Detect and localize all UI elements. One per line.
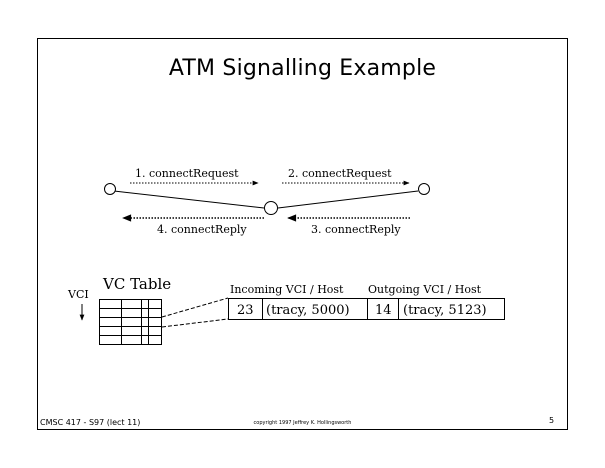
incoming-vci-cell: 23 [237,303,254,318]
zoom-line-bottom [161,318,229,328]
outgoing-header: Outgoing VCI / Host [368,283,482,296]
slide-title: ATM Signalling Example [168,56,437,81]
link-right [277,190,419,209]
vc-table-label: VC Table [102,275,171,293]
page-number: 5 [549,416,555,425]
switch-node [264,201,278,215]
outgoing-vci-cell: 14 [375,303,392,318]
host-a-node [104,183,116,195]
host-b-node [418,183,430,195]
footer-copyright: copyright 1997 Jeffrey K. Hollingsworth [253,420,352,426]
link-left [113,190,265,209]
incoming-host-cell: (tracy, 5000) [266,303,350,318]
label-connect-reply-3: 3. connectReply [311,223,401,236]
incoming-header: Incoming VCI / Host [230,283,344,296]
slide-frame [37,38,568,430]
footer-course-label: CMSC 417 - S97 (lect 11) [40,418,141,427]
label-connect-request-1: 1. connectRequest [135,167,239,180]
vc-table-grid [99,299,162,345]
label-connect-reply-4: 4. connectReply [157,223,247,236]
label-connect-request-2: 2. connectRequest [288,167,392,180]
outgoing-host-cell: (tracy, 5123) [403,303,487,318]
vc-entry-row [228,298,505,320]
vci-label: VCI [67,288,89,301]
zoom-line-top [161,297,229,318]
